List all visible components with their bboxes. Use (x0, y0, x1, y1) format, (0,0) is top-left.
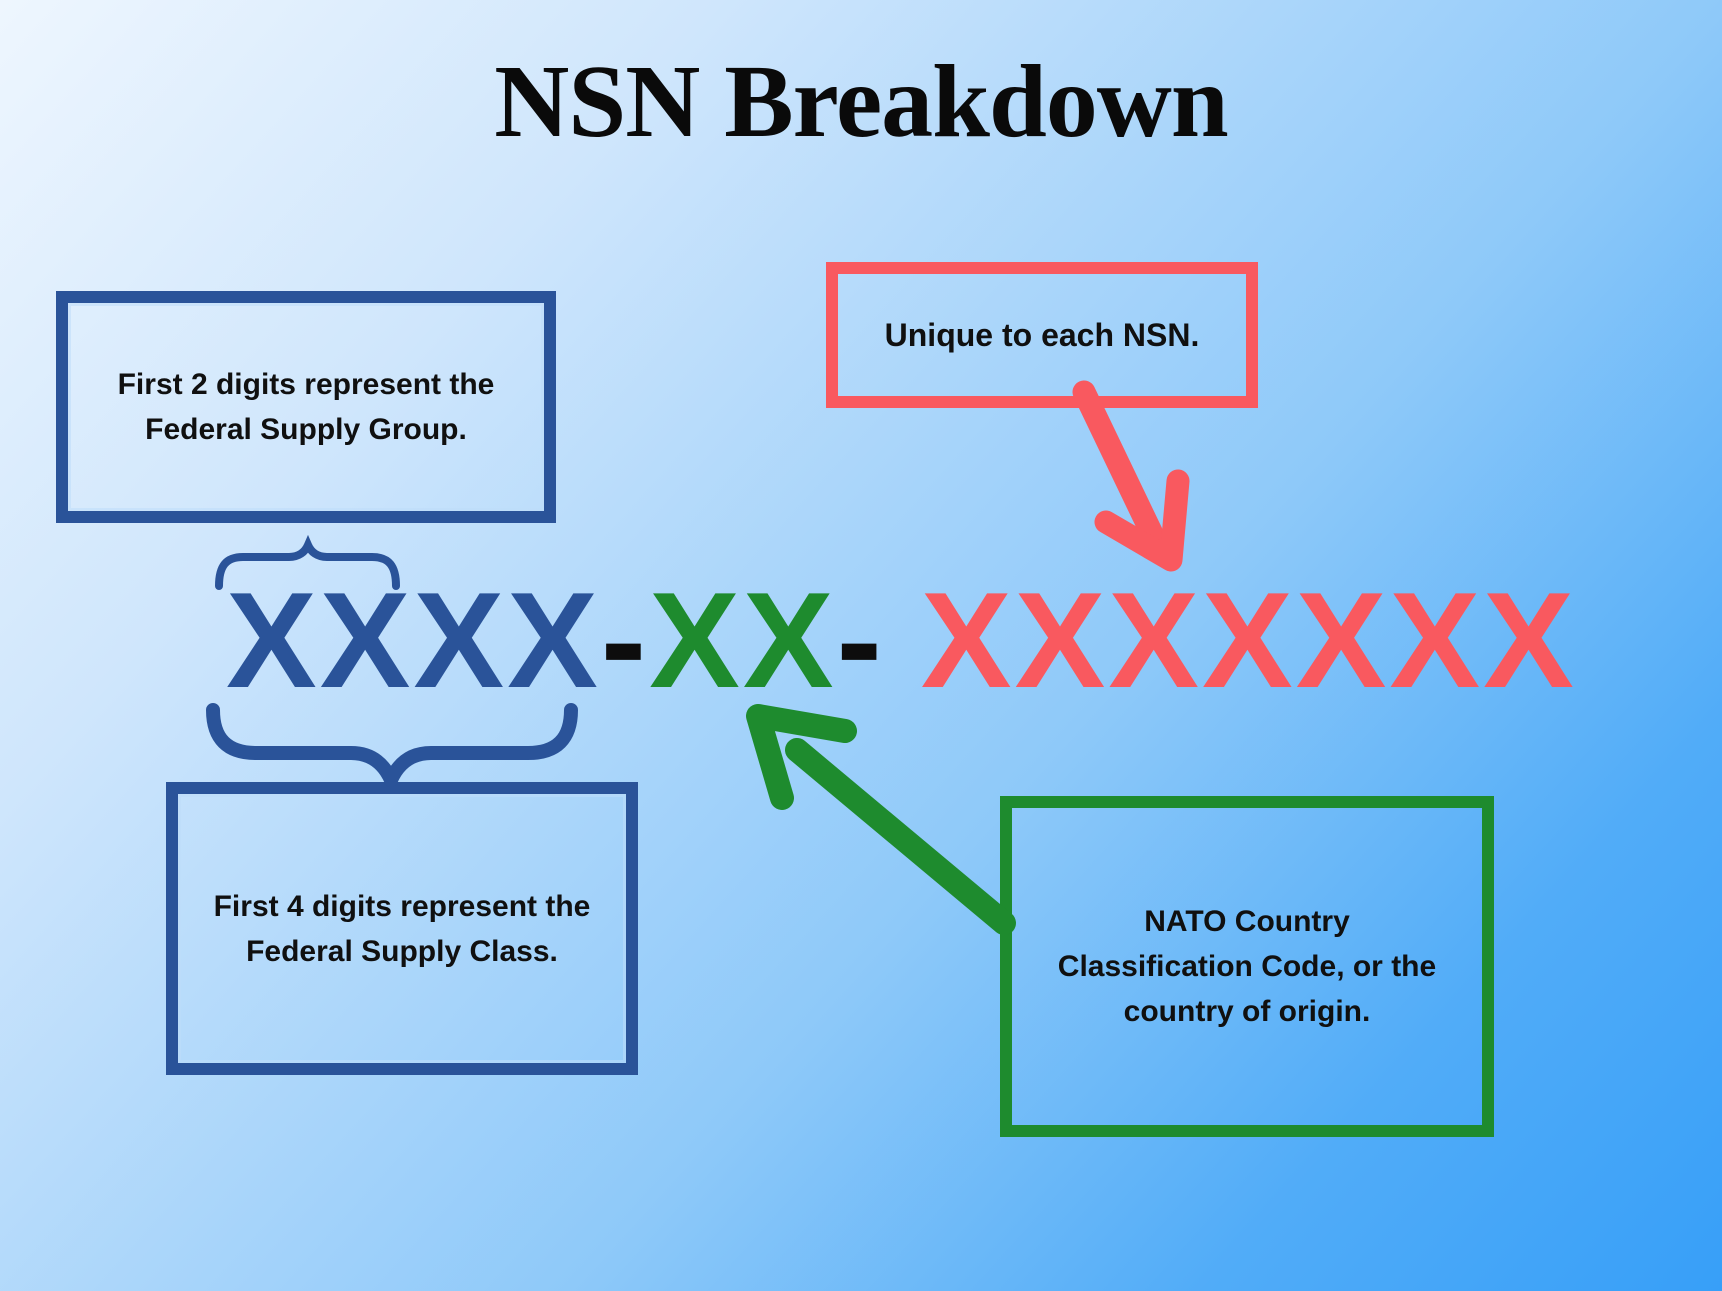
nsn-code-dash-1: - (600, 564, 650, 716)
callout-nato-box: NATO Country Classification Code, or the… (1000, 796, 1494, 1137)
nsn-code-dash-2: - (836, 564, 885, 716)
nsn-code-fsg-digits: XXXX (226, 564, 601, 716)
callout-fsg-line-1: First 2 digits represent the (117, 368, 495, 401)
callout-fsc-box: First 4 digits represent the Federal Sup… (166, 782, 638, 1075)
callout-fsc-line-2: Federal Supply Class. (246, 934, 558, 968)
callout-unique-text: Unique to each NSN. (885, 311, 1200, 359)
callout-fsc-text: First 4 digits represent the Federal Sup… (214, 884, 591, 974)
callout-unique-box: Unique to each NSN. (826, 262, 1258, 408)
callout-fsg-box: First 2 digits represent the Federal Sup… (56, 291, 556, 523)
callout-unique-line-1: Unique to each NSN. (884, 317, 1200, 353)
callout-nato-text: NATO Country Classification Code, or the… (1058, 899, 1436, 1034)
callout-fsg-line-2: Federal Supply Group. (145, 413, 467, 446)
callout-fsc-line-1: First 4 digits represent the (213, 889, 591, 923)
callout-nato-line-2: Classification Code, or the (1057, 950, 1437, 983)
nsn-code-ncb-digits: XX (649, 564, 837, 716)
callout-nato-line-3: country of origin. (1123, 995, 1371, 1028)
callout-fsg-text: First 2 digits represent the Federal Sup… (118, 362, 495, 452)
unique-arrow-icon (1072, 380, 1190, 572)
callout-nato-line-1: NATO Country (1144, 905, 1350, 938)
nsn-code: XXXX-XX-XXXXXXX (226, 572, 1577, 708)
nato-arrow-icon (746, 704, 1016, 935)
nsn-code-serial-digits: XXXXXXX (920, 564, 1577, 716)
fsc-bottom-brace-icon (206, 703, 578, 787)
page-title: NSN Breakdown (494, 44, 1228, 159)
